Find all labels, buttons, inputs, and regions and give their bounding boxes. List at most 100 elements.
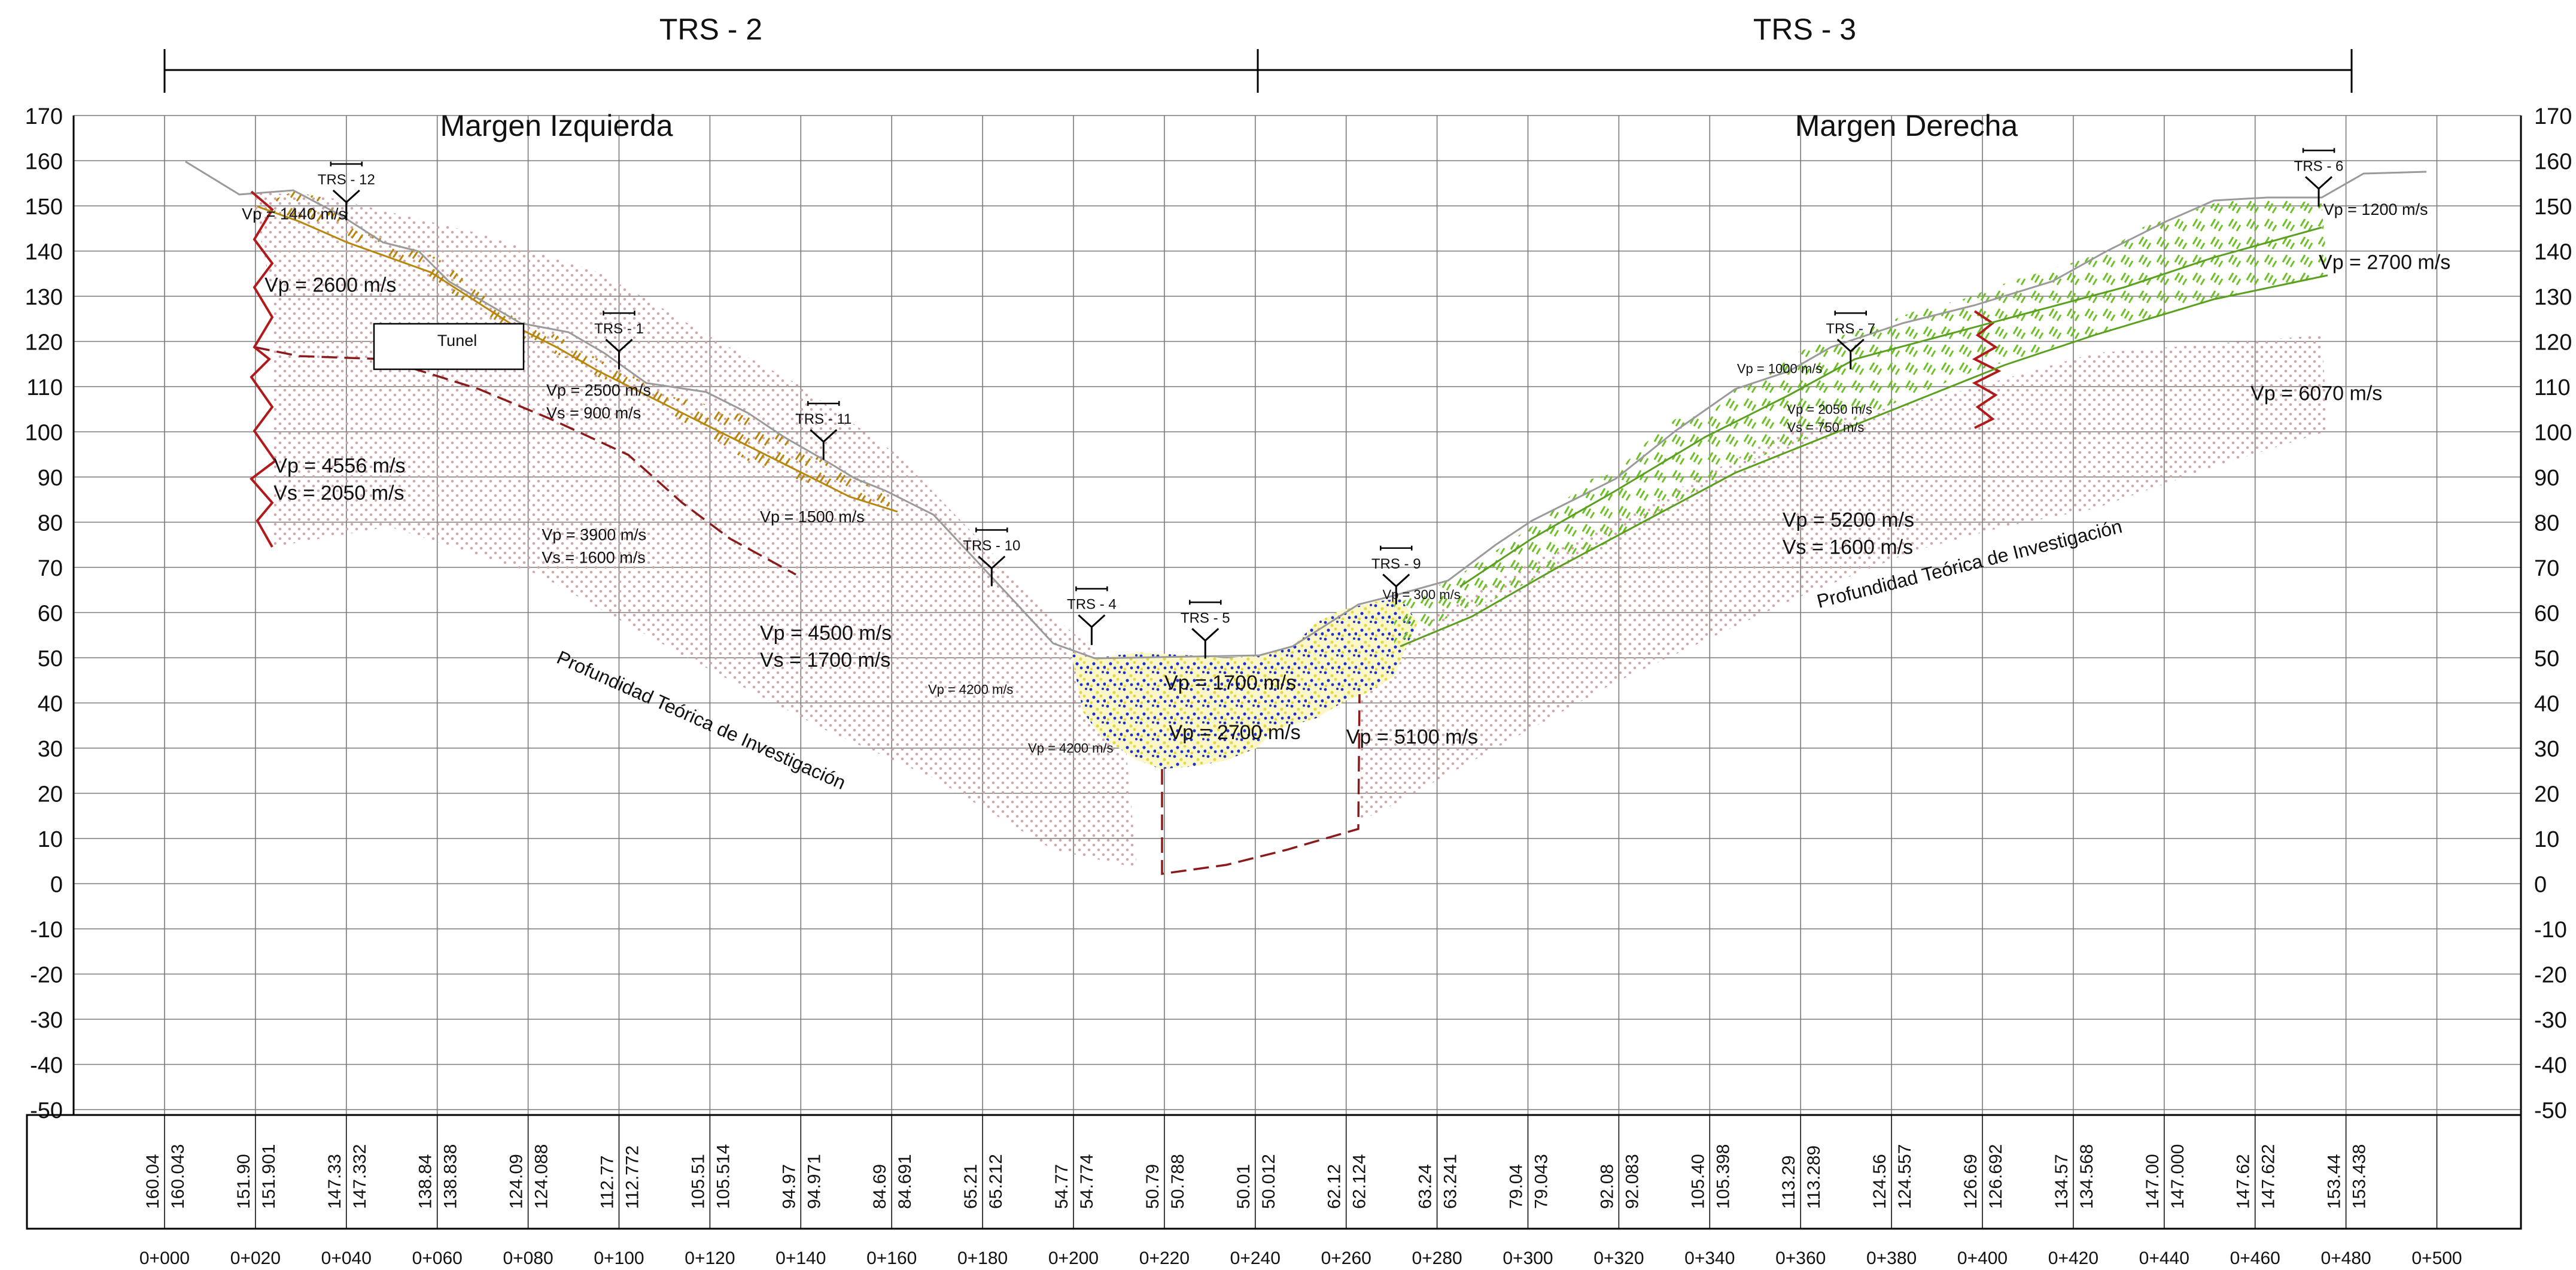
table-cell-exact: 138.838 — [441, 1144, 461, 1209]
right-rock-zigzag — [1972, 310, 2002, 429]
trs-label: TRS - 10 — [963, 538, 1020, 554]
velocity-label: Vp = 1000 m/s — [1737, 361, 1822, 376]
table-cell-exact: 147.332 — [350, 1144, 370, 1209]
station-label: 0+340 — [1684, 1248, 1735, 1267]
station-label: 0+320 — [1593, 1248, 1644, 1267]
table-cell-exact: 105.398 — [1713, 1144, 1733, 1209]
elevation-label-right: 0 — [2534, 873, 2547, 898]
trs-label: TRS - 11 — [795, 411, 851, 427]
table-cell-rounded: 105.51 — [688, 1154, 708, 1209]
station-label: 0+280 — [1412, 1248, 1462, 1267]
table-cell-exact: 94.971 — [804, 1154, 824, 1209]
table-cell-rounded: 54.77 — [1052, 1164, 1072, 1209]
table-cell-exact: 54.774 — [1077, 1154, 1097, 1209]
margin-left-title: Margen Izquierda — [440, 109, 673, 142]
trs-symbol — [2305, 176, 2333, 207]
trs-marker: TRS - 10 — [963, 527, 1020, 587]
table-cell-exact: 62.124 — [1350, 1154, 1370, 1209]
station-label: 0+220 — [1139, 1248, 1190, 1267]
velocity-label: Vs = 1600 m/s — [542, 548, 645, 566]
velocity-label: Tunel — [437, 332, 478, 350]
trs-marker: TRS - 1 — [594, 311, 644, 370]
elevation-label-right: 150 — [2534, 195, 2572, 220]
left-weathered-contact — [257, 205, 898, 513]
elevation-label-left: -10 — [30, 917, 63, 943]
tunnel-box — [373, 323, 525, 370]
table-cell-rounded: 50.01 — [1234, 1164, 1254, 1209]
table-cell-exact: 113.289 — [1804, 1146, 1824, 1209]
elevation-label-right: 130 — [2534, 285, 2572, 310]
table-cell-rounded: 126.69 — [1961, 1154, 1981, 1209]
table-cell-rounded: 79.04 — [1507, 1164, 1526, 1209]
trs-marker: TRS - 6 — [2294, 148, 2343, 207]
velocity-label: Vp = 4556 m/s — [273, 454, 405, 477]
trs-label: TRS - 9 — [1371, 556, 1421, 572]
trs-symbol — [1078, 614, 1106, 645]
table-cell-rounded: 151.90 — [234, 1154, 254, 1209]
elevation-label-right: -10 — [2534, 917, 2567, 943]
elevation-label-right: 110 — [2534, 375, 2571, 400]
table-cell-rounded: 92.08 — [1597, 1164, 1617, 1209]
elevation-label-right: 80 — [2534, 511, 2559, 536]
station-label: 0+040 — [321, 1248, 372, 1267]
station-label: 0+440 — [2139, 1248, 2189, 1267]
table-cell-exact: 65.212 — [986, 1154, 1006, 1209]
table-cell-rounded: 65.21 — [961, 1164, 981, 1209]
velocity-label: Vp = 1500 m/s — [760, 508, 865, 526]
velocity-label: Vp = 300 m/s — [1382, 587, 1460, 602]
station-label: 0+200 — [1048, 1248, 1099, 1267]
velocity-label: Vs = 750 m/s — [1787, 420, 1864, 435]
trs-tick — [1380, 545, 1413, 551]
trs-tick — [603, 311, 635, 316]
elevation-label-left: 90 — [38, 466, 63, 491]
velocity-label: Vs = 900 m/s — [546, 404, 641, 422]
trs-marker: TRS - 4 — [1067, 586, 1117, 645]
elevation-label-right: -20 — [2534, 963, 2567, 988]
alluvium-channel — [1071, 598, 1418, 769]
station-label: 0+140 — [775, 1248, 826, 1267]
station-label: 0+080 — [503, 1248, 553, 1267]
station-label: 0+260 — [1321, 1248, 1371, 1267]
elevation-label-right: 140 — [2534, 240, 2572, 265]
table-cell-exact: 151.901 — [259, 1144, 279, 1209]
station-label: 0+160 — [866, 1248, 917, 1267]
station-label: 0+360 — [1775, 1248, 1826, 1267]
trs-symbol — [1836, 339, 1865, 370]
station-label: 0+020 — [230, 1248, 281, 1267]
station-label: 0+060 — [412, 1248, 463, 1267]
elevation-label-left: 30 — [38, 737, 63, 762]
station-label: 0+460 — [2230, 1248, 2280, 1267]
velocity-label: Vp = 6070 m/s — [2250, 382, 2382, 405]
table-cell-rounded: 105.40 — [1688, 1154, 1708, 1209]
table-cell-exact: 126.692 — [1986, 1144, 2006, 1209]
elevation-label-right: 10 — [2534, 827, 2559, 852]
velocity-label: Vp = 2600 m/s — [264, 274, 396, 296]
velocity-label: Vs = 1700 m/s — [760, 649, 890, 672]
table-cell-rounded: 124.56 — [1870, 1154, 1890, 1209]
table-cell-rounded: 138.84 — [416, 1154, 436, 1209]
velocity-label: Vp = 2500 m/s — [546, 381, 651, 399]
elevation-label-left: 150 — [25, 195, 63, 220]
table-cell-rounded: 84.69 — [870, 1164, 890, 1209]
velocity-label: Vp = 2050 m/s — [1787, 402, 1872, 417]
trs-3-title: TRS - 3 — [1753, 13, 1856, 46]
table-cell-rounded: 50.79 — [1143, 1164, 1163, 1209]
trs-marker: TRS - 7 — [1826, 311, 1875, 370]
weathered-left — [257, 192, 898, 512]
station-label: 0+300 — [1503, 1248, 1553, 1267]
table-cell-exact: 63.241 — [1441, 1154, 1461, 1209]
table-cell-rounded: 147.62 — [2234, 1154, 2253, 1209]
elevation-label-right: 160 — [2534, 150, 2572, 175]
margin-right-title: Margen Derecha — [1795, 109, 2018, 142]
elevation-label-left: 70 — [38, 556, 63, 581]
trs-symbol — [605, 339, 633, 370]
table-cell-rounded: 62.12 — [1325, 1164, 1345, 1209]
table-cell-rounded: 160.04 — [143, 1154, 163, 1209]
table-cell-exact: 105.514 — [713, 1144, 733, 1209]
elevation-label-left: -30 — [30, 1008, 63, 1033]
velocity-label: Vp = 4200 m/s — [1028, 741, 1113, 756]
